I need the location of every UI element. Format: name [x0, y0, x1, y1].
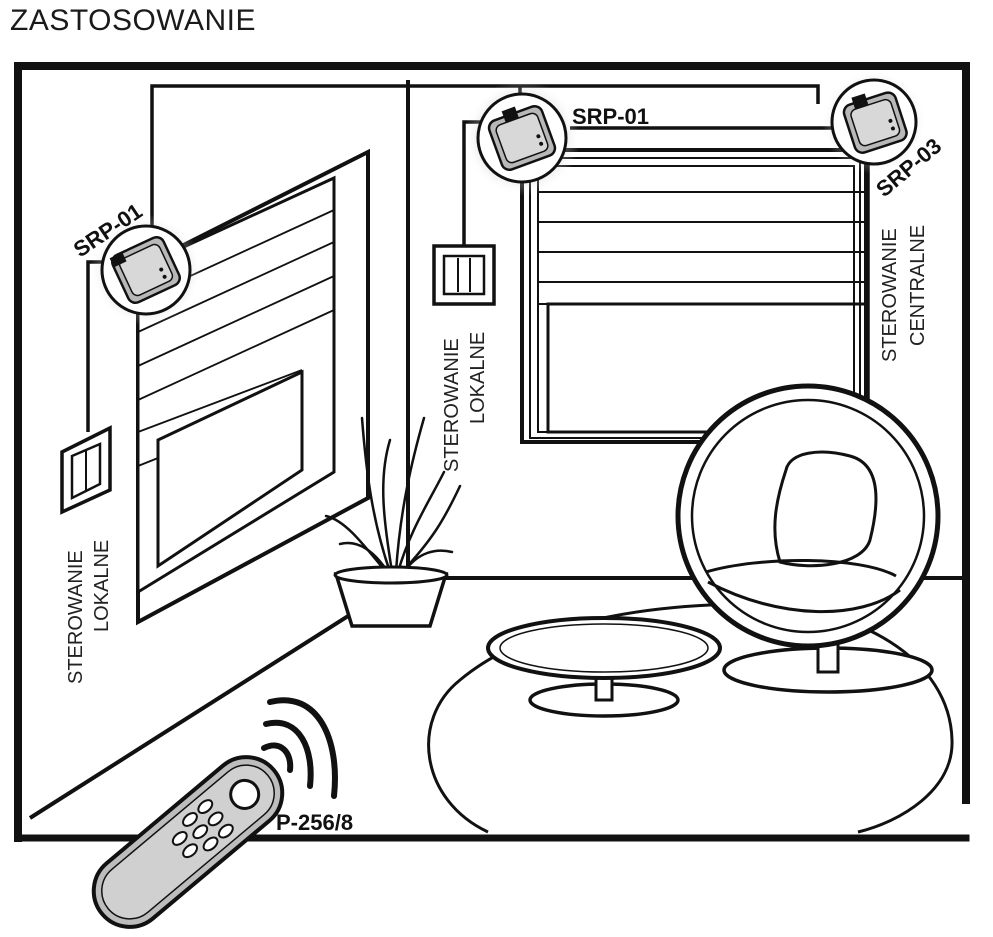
srp-right-label: SRP-01: [572, 104, 649, 129]
svg-text:STEROWANIE: STEROWANIE: [879, 228, 901, 362]
srp-central-device: [822, 70, 926, 174]
left-local-switch: [60, 425, 112, 515]
svg-text:LOKALNE: LOKALNE: [467, 332, 489, 424]
page-title: ZASTOSOWANIE: [10, 4, 257, 37]
remote-control: [91, 755, 285, 929]
local-control-label-middle: STEROWANIE LOKALNE: [441, 332, 489, 472]
central-control-label: STEROWANIE CENTRALNE: [879, 225, 929, 362]
plant-illustration: [324, 416, 462, 628]
coffee-table: [486, 616, 722, 718]
svg-text:STEROWANIE: STEROWANIE: [441, 338, 463, 472]
srp-left-device: [90, 214, 202, 326]
svg-text:STEROWANIE: STEROWANIE: [65, 550, 87, 684]
ball-chair: [675, 383, 941, 694]
remote-model-label: P-256/8: [276, 810, 353, 835]
srp-right-device: [464, 80, 580, 196]
svg-text:CENTRALNE: CENTRALNE: [907, 225, 929, 346]
middle-local-switch: [432, 244, 496, 306]
right-window: [520, 148, 868, 444]
svg-text:LOKALNE: LOKALNE: [91, 540, 113, 632]
local-control-label-left: STEROWANIE LOKALNE: [65, 540, 113, 684]
signal-waves-icon: [261, 697, 338, 799]
